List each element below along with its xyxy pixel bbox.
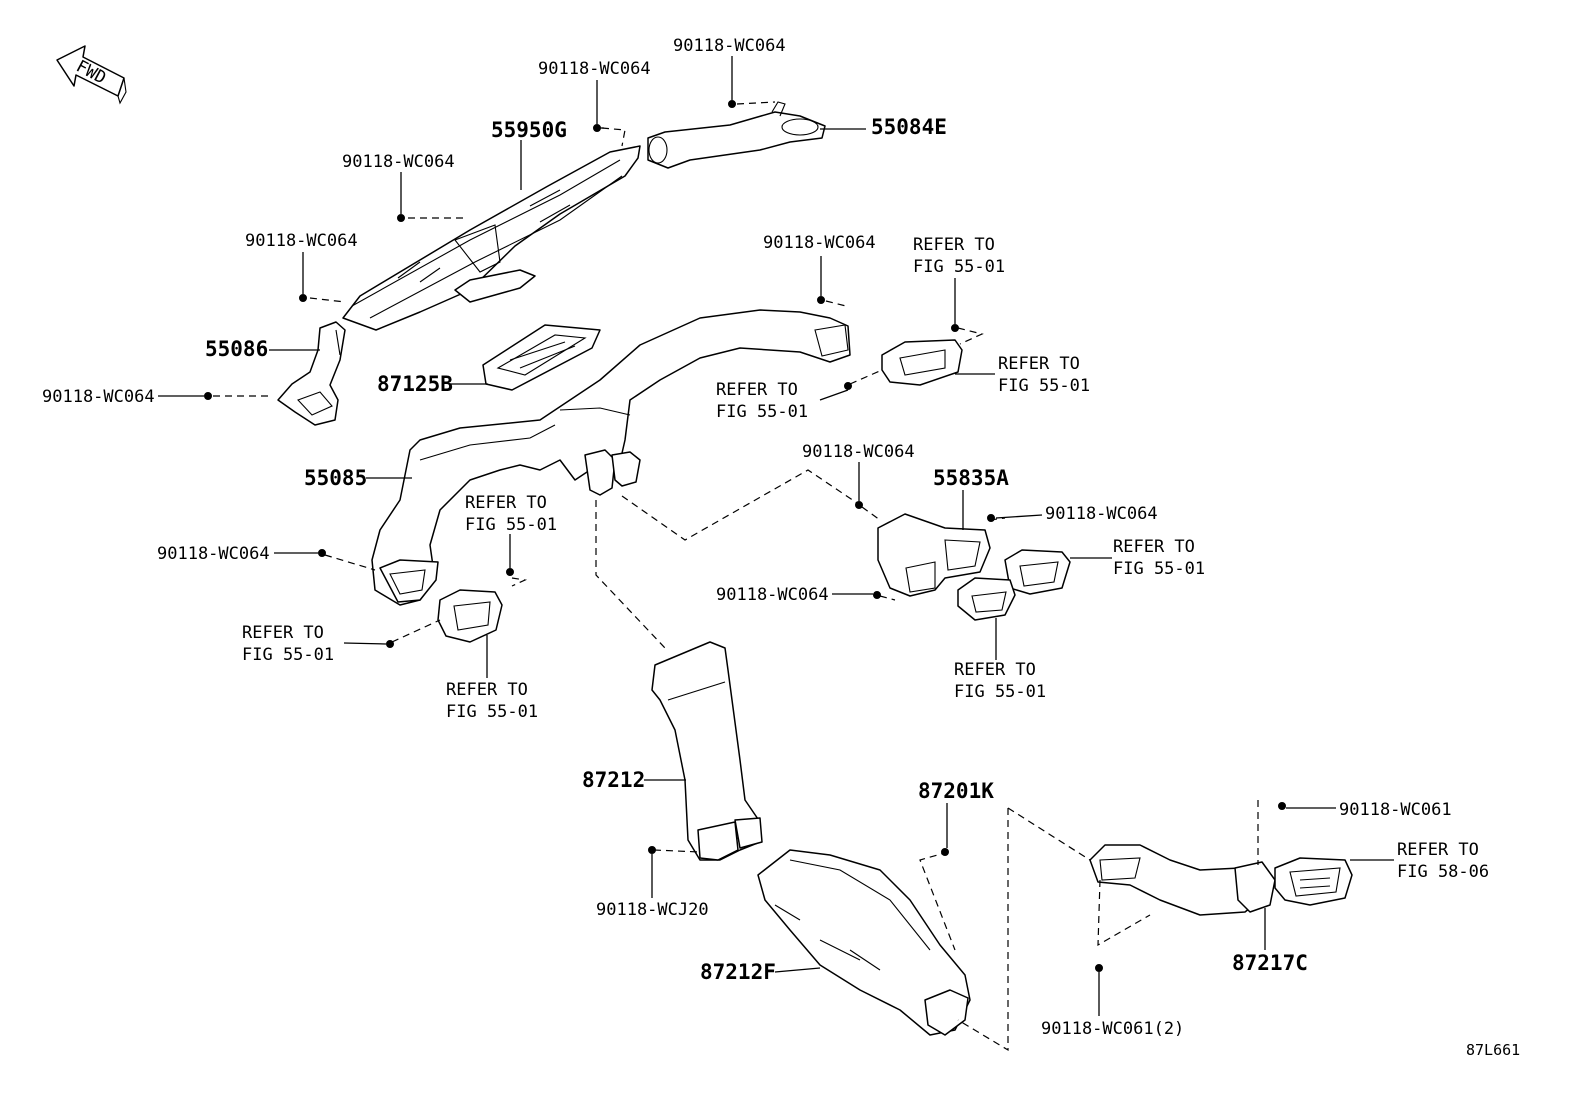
part-87212f-shape [757,849,971,1036]
part-55950g-shape [342,145,641,331]
label-fastener-wc064: 90118-WC064 [157,544,270,564]
ref-side-vent: REFER TO FIG 55-01 [1113,537,1205,579]
label-fastener-wc064: 90118-WC064 [538,59,651,79]
ref-center: REFER TO FIG 55-01 [465,493,557,535]
screw-icon [397,214,405,222]
screw-icon [386,640,394,648]
screw-icon [593,124,604,132]
part-87212-shape [651,641,763,861]
label-fastener-wc061x2: 90118-WC061(2) [1041,1019,1184,1039]
screw-icon [506,568,514,576]
part-55835a-shape [877,513,1071,621]
label-55835a: 55835A [933,466,1009,490]
label-fastener-wc064: 90118-WC064 [42,387,155,407]
part-55084e-shape [647,101,826,169]
label-fastener-wc064: 90118-WC064 [716,585,829,605]
label-fastener-wc064: 90118-WC064 [342,152,455,172]
screw-icon [204,392,212,400]
label-fastener-wcj20: 90118-WCJ20 [596,900,709,920]
screw-icon [844,382,852,390]
ref-line1: REFER TO [242,623,324,643]
vent-upper-right-shape [881,339,963,386]
part-87125b-shape [482,324,601,391]
fwd-arrow-icon: FWD [56,45,127,105]
ref-line1: REFER TO [1397,840,1479,860]
ref-side-lower: REFER TO FIG 55-01 [954,660,1046,702]
ref-rear-vent: REFER TO FIG 58-06 [1397,840,1489,882]
ref-fig: FIG 55-01 [446,702,538,722]
ref-line1: REFER TO [465,493,547,513]
ref-fig: FIG 55-01 [998,376,1090,396]
ref-upper-right: REFER TO FIG 55-01 [913,235,1005,277]
label-55085: 55085 [304,466,367,490]
ref-line1: REFER TO [1113,537,1195,557]
screw-icon [855,501,863,509]
label-55086: 55086 [205,337,268,361]
screw-icon [318,549,326,557]
screw-icon [817,296,825,304]
ref-line1: REFER TO [446,680,528,700]
ref-fig: FIG 58-06 [1397,862,1489,882]
screw-icon [648,846,656,854]
label-fastener-wc064: 90118-WC064 [763,233,876,253]
label-87212f: 87212F [700,960,776,984]
ref-fig: FIG 55-01 [716,402,808,422]
label-fastener-wc064: 90118-WC064 [673,36,786,56]
ref-left-vent: REFER TO FIG 55-01 [446,680,538,722]
part-55086-shape [277,321,346,426]
ref-vent-right: REFER TO FIG 55-01 [998,354,1090,396]
label-87217c: 87217C [1232,951,1308,975]
screw-icon [1095,964,1103,972]
screw-icon [299,294,307,302]
ref-fig: FIG 55-01 [1113,559,1205,579]
screw-icon [1278,802,1286,810]
leader-lines [158,56,1394,1016]
screw-icons [204,100,1286,972]
part-87217c-shape [1089,844,1353,916]
vent-left-shape [437,589,503,643]
label-fastener-wc064: 90118-WC064 [802,442,915,462]
label-55084e: 55084E [871,115,947,139]
ref-fig: FIG 55-01 [242,645,334,665]
ref-fig: FIG 55-01 [913,257,1005,277]
ref-left: REFER TO FIG 55-01 [242,623,334,665]
diagram-code: 87L661 [1466,1041,1520,1059]
ref-line1: REFER TO [998,354,1080,374]
ref-vent-clip: REFER TO FIG 55-01 [716,380,808,422]
screw-icon [873,591,881,599]
label-fastener-wc064: 90118-WC064 [1045,504,1158,524]
dashed-guides [213,101,1259,1052]
label-87125b: 87125B [377,372,453,396]
ref-line1: REFER TO [716,380,798,400]
ref-fig: FIG 55-01 [954,682,1046,702]
ref-line1: REFER TO [954,660,1036,680]
screw-icon [987,514,995,522]
label-87201k: 87201K [918,779,994,803]
label-fastener-wc061: 90118-WC061 [1339,800,1452,820]
label-fastener-wc064: 90118-WC064 [245,231,358,251]
screw-icon [941,848,949,856]
part-55085-shape [371,309,851,606]
screw-icon [951,324,959,332]
label-87212: 87212 [582,768,645,792]
screw-icon [728,100,736,108]
label-55950g: 55950G [491,118,567,142]
ref-line1: REFER TO [913,235,995,255]
ref-fig: FIG 55-01 [465,515,557,535]
